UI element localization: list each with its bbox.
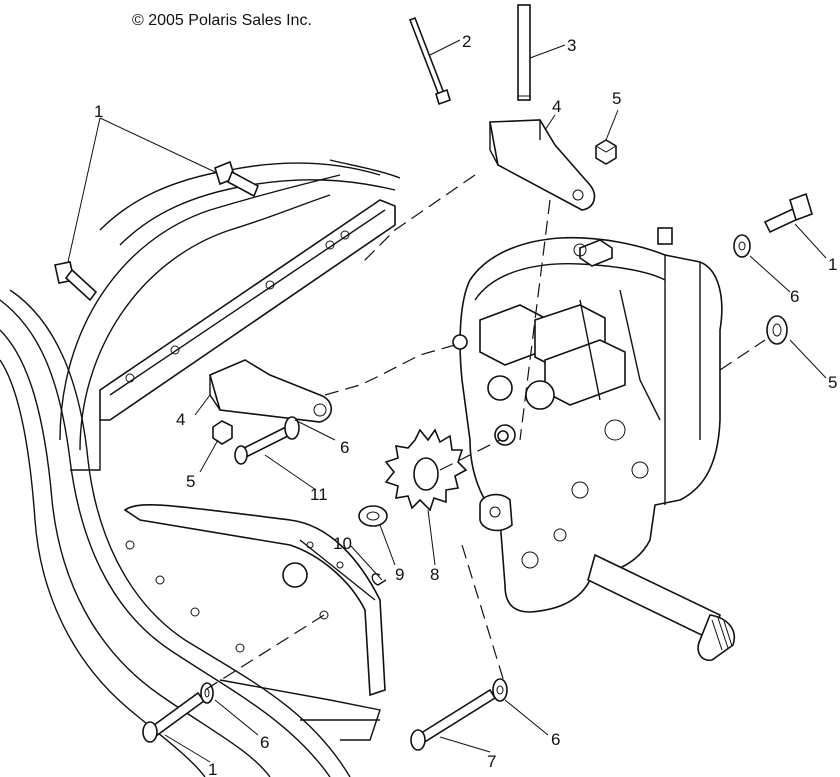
callout-5-left: 5 xyxy=(186,472,195,491)
callout-5-top: 5 xyxy=(612,89,621,108)
callout-4-left: 4 xyxy=(176,410,185,429)
callout-5-right: 5 xyxy=(828,373,837,392)
part-1-bolt-upper xyxy=(214,160,260,198)
callout-labels: 1 2 3 4 5 1 6 5 4 5 6 11 10 9 8 6 1 7 6 xyxy=(94,32,837,777)
callout-4-top: 4 xyxy=(552,97,561,116)
part-5-nut-left xyxy=(212,420,233,445)
part-4-bracket-top xyxy=(489,119,596,211)
gearcase-housing xyxy=(452,227,723,613)
copyright-text: © 2005 Polaris Sales Inc. xyxy=(132,12,312,29)
callout-6-right: 6 xyxy=(790,287,799,306)
callout-6-bottom-left: 6 xyxy=(260,733,269,752)
part-1-bolt-bottom xyxy=(142,691,206,743)
part-6-washer-bottom-left xyxy=(200,682,214,704)
callout-8: 8 xyxy=(430,565,439,584)
output-shaft xyxy=(587,553,735,661)
part-6-washer-bottom-right xyxy=(492,678,508,702)
leader-lines xyxy=(67,39,827,763)
part-1-bolt-right xyxy=(763,192,813,234)
callout-7: 7 xyxy=(487,752,496,771)
frame-assembly xyxy=(0,159,401,777)
part-9-ring xyxy=(358,505,388,527)
part-11-bolt xyxy=(234,416,300,465)
callout-6-bottom-right: 6 xyxy=(551,730,560,749)
part-7-bolt xyxy=(410,688,497,751)
callout-11: 11 xyxy=(310,485,328,504)
part-4-bracket-lower xyxy=(209,359,333,423)
part-10-clip xyxy=(371,573,387,586)
callout-1-right: 1 xyxy=(828,255,837,274)
callout-10: 10 xyxy=(333,534,352,553)
part-5-nut-top xyxy=(595,139,617,165)
part-6-washer-right xyxy=(733,234,751,258)
part-8-sprocket xyxy=(384,428,468,512)
callout-1-top: 1 xyxy=(94,102,103,121)
callout-3: 3 xyxy=(567,36,576,55)
callout-6-mid: 6 xyxy=(340,438,349,457)
part-2-long-bolt xyxy=(408,16,451,106)
alignment-lines xyxy=(204,174,766,691)
callout-9: 9 xyxy=(395,565,404,584)
callout-1-bottom: 1 xyxy=(208,760,217,777)
part-1-bolt-left xyxy=(54,261,98,302)
part-5-nut-right xyxy=(766,315,788,345)
part-3-rod xyxy=(517,4,531,101)
callout-2: 2 xyxy=(462,32,471,51)
